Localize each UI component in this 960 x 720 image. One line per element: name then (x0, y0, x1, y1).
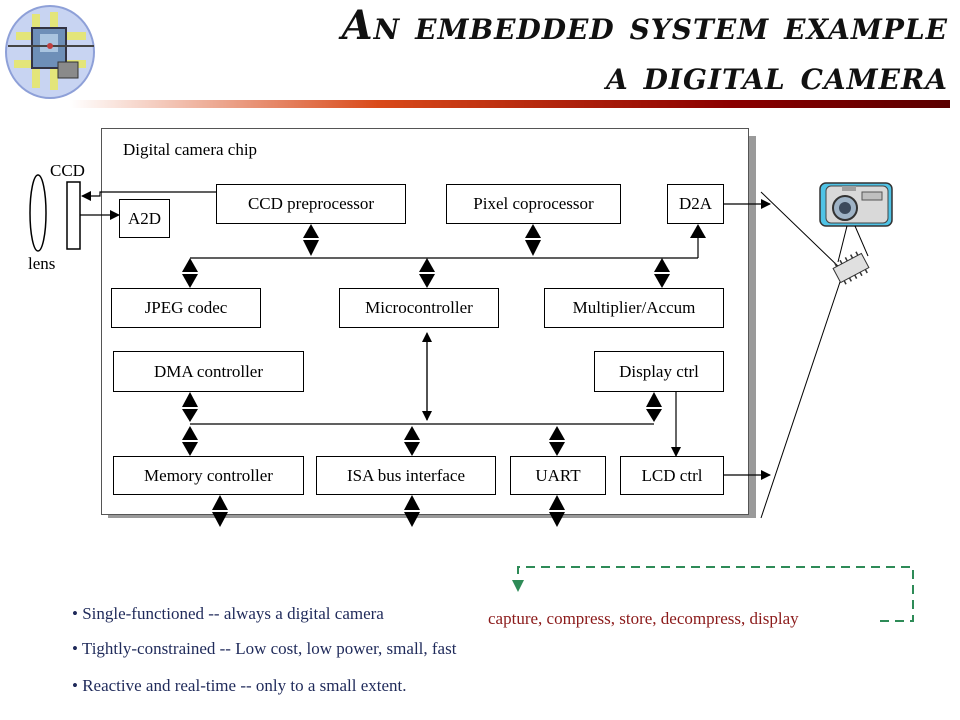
isa-bus-interface-block: ISA bus interface (316, 456, 496, 495)
uart-block: UART (510, 456, 606, 495)
camera-icon (819, 182, 893, 227)
logo-icon (5, 5, 95, 99)
lens-icon (29, 174, 47, 252)
multiplier-accum-block: Multiplier/Accum (544, 288, 724, 328)
memory-controller-block: Memory controller (113, 456, 304, 495)
bullet-item: Tightly-constrained -- Low cost, low pow… (72, 639, 457, 659)
flow-arrow (512, 566, 914, 622)
title-line-2: a digital camera (605, 52, 948, 99)
title-underline-bar (70, 100, 950, 108)
jpeg-codec-block: JPEG codec (111, 288, 261, 328)
chip-label: Digital camera chip (123, 140, 258, 159)
lens-label: lens (28, 254, 56, 273)
ccd-label: CCD (50, 161, 85, 180)
ccd-preprocessor-block: CCD preprocessor (216, 184, 406, 224)
title-line-1: An embedded system example (341, 2, 948, 49)
lcd-ctrl-block: LCD ctrl (620, 456, 724, 495)
bullet-item: Reactive and real-time -- only to a smal… (72, 676, 406, 696)
flow-text: capture, compress, store, decompress, di… (488, 609, 799, 628)
bullet-item: Single-functioned -- always a digital ca… (72, 604, 384, 624)
display-ctrl-block: Display ctrl (594, 351, 724, 392)
ccd-sensor (66, 181, 81, 250)
d2a-block: D2A (667, 184, 724, 224)
a2d-block: A2D (119, 199, 170, 238)
microcontroller-block: Microcontroller (339, 288, 499, 328)
ic-chip-icon (832, 251, 870, 285)
pixel-coprocessor-block: Pixel coprocessor (446, 184, 621, 224)
dma-controller-block: DMA controller (113, 351, 304, 392)
